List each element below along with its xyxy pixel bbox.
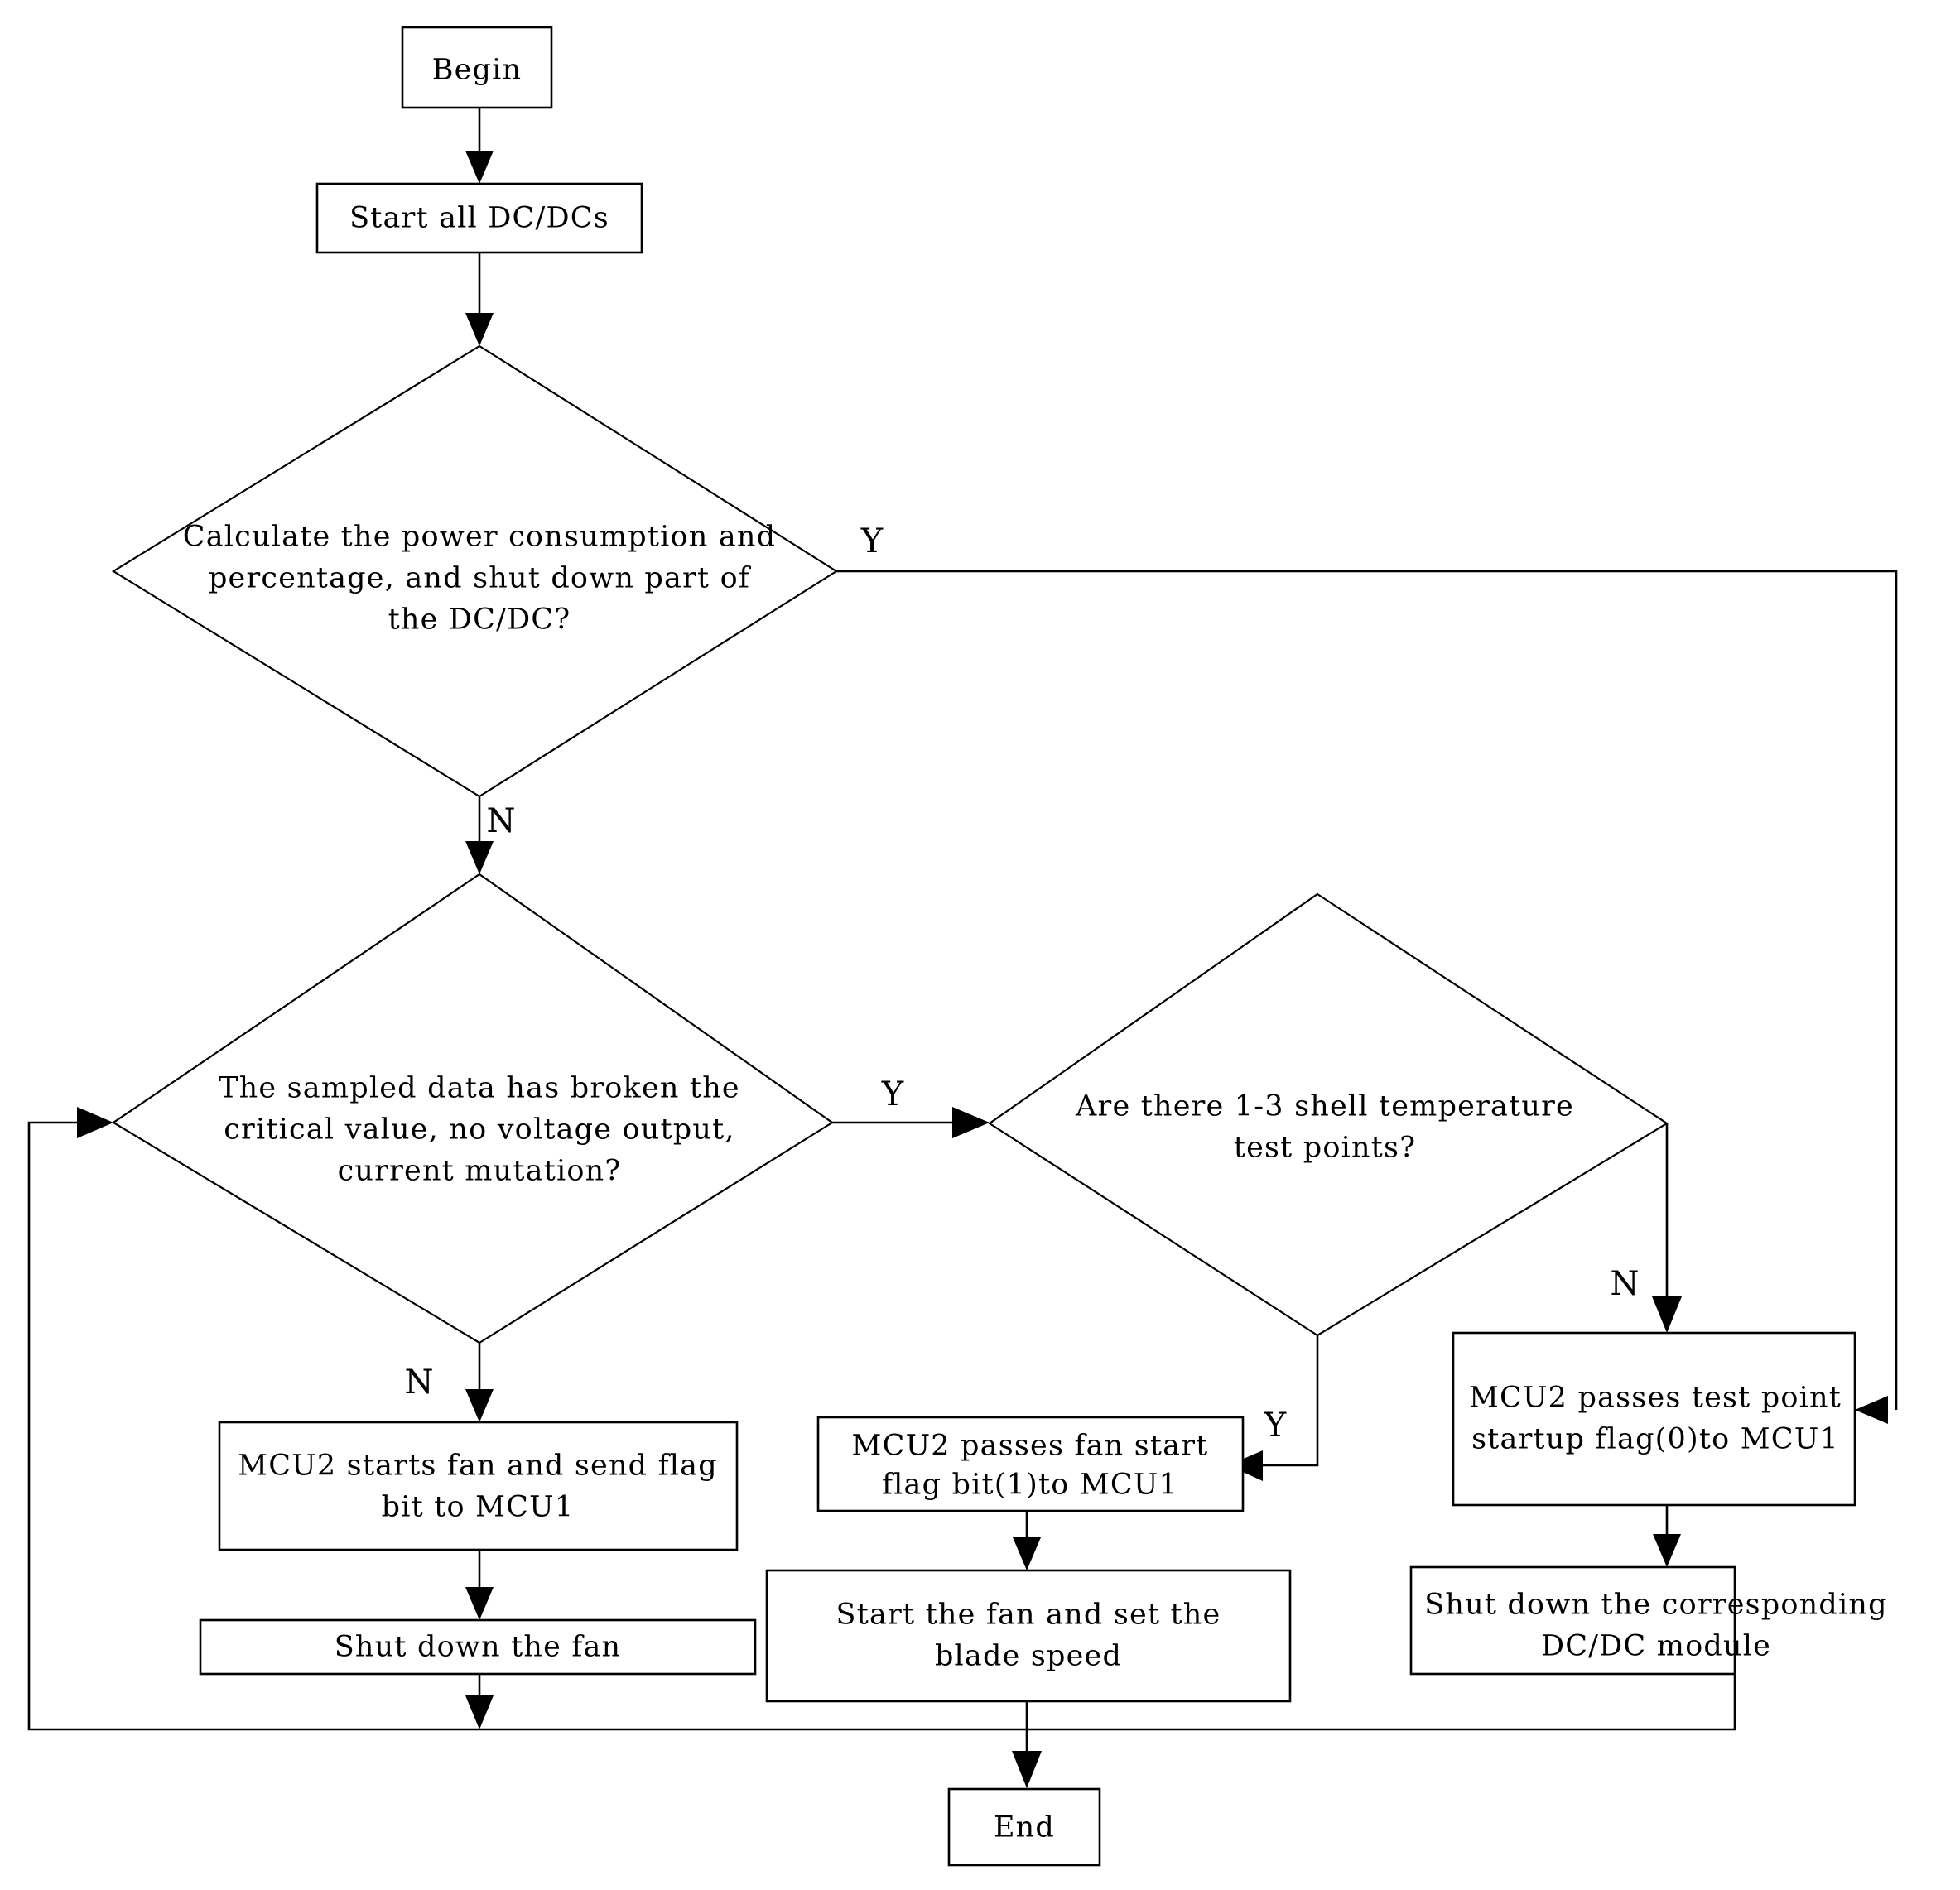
node-calculate-power-line2: percentage, and shut down part of	[209, 562, 752, 595]
node-mcu2-starts-fan[interactable]: MCU2 starts fan and send flag bit to MCU…	[218, 1421, 739, 1551]
node-begin[interactable]: Begin	[401, 26, 553, 109]
connector-calc-power-no	[465, 796, 494, 874]
node-shut-down-dcdc-line1: Shut down the corresponding	[1424, 1589, 1888, 1622]
node-sampled-data-line1: The sampled data has broken the	[219, 1072, 740, 1105]
connector-sampled-data-no	[465, 1343, 494, 1422]
node-start-all-dcdcs[interactable]: Start all DC/DCs	[315, 182, 643, 254]
connector-feedback-loop	[27, 1107, 1736, 1731]
node-mcu2-passes-fan-flag-line1: MCU2 passes fan start	[852, 1430, 1209, 1463]
node-sampled-data-line3: current mutation?	[338, 1155, 622, 1188]
node-mcu2-passes-fan-flag-line2: flag bit(1)to MCU1	[882, 1469, 1178, 1502]
node-end-label: End	[994, 1811, 1055, 1844]
node-calculate-power-line3: the DC/DC?	[388, 604, 571, 637]
node-shut-down-fan-label: Shut down the fan	[335, 1631, 622, 1664]
connector-sampled-data-yes	[832, 1107, 990, 1138]
node-calculate-power-decision[interactable]: Calculate the power consumption and perc…	[111, 344, 839, 798]
node-sampled-data-line2: critical value, no voltage output,	[224, 1113, 734, 1147]
node-begin-label: Begin	[432, 54, 523, 87]
branch-label-calc-power-yes: Y	[860, 522, 884, 560]
connector-shell-temp-yes	[1228, 1335, 1319, 1481]
node-shut-down-fan[interactable]: Shut down the fan	[199, 1618, 757, 1676]
connector-shut-down-fan-to-feedback	[465, 1674, 494, 1729]
node-mcu2-starts-fan-line2: bit to MCU1	[382, 1491, 575, 1524]
connector-fan-flag-to-start-fan	[1013, 1511, 1041, 1570]
node-start-fan-blade-speed[interactable]: Start the fan and set the blade speed	[765, 1569, 1292, 1703]
node-shut-down-dcdc-module[interactable]: Shut down the corresponding DC/DC module	[1409, 1565, 1888, 1676]
connector-start-fan-to-end	[1012, 1701, 1042, 1788]
node-calculate-power-line1: Calculate the power consumption and	[183, 521, 777, 554]
node-shell-temperature-line1: Are there 1-3 shell temperature	[1075, 1090, 1574, 1123]
branch-label-shell-temp-yes: Y	[1264, 1407, 1287, 1445]
node-start-all-dcdcs-label: Start all DC/DCs	[349, 202, 609, 235]
connector-mcu2-start-fan-to-shut-down-fan	[465, 1550, 494, 1620]
node-shell-temperature-decision[interactable]: Are there 1-3 shell temperature test poi…	[988, 892, 1669, 1337]
node-shut-down-dcdc-line2: DC/DC module	[1541, 1630, 1771, 1663]
node-start-fan-blade-speed-line1: Start the fan and set the	[836, 1599, 1221, 1632]
node-start-fan-blade-speed-line2: blade speed	[935, 1640, 1122, 1673]
node-mcu2-passes-test-point-line2: startup flag(0)to MCU1	[1471, 1423, 1839, 1456]
node-mcu2-passes-test-point[interactable]: MCU2 passes test point startup flag(0)to…	[1452, 1331, 1856, 1507]
node-mcu2-starts-fan-line1: MCU2 starts fan and send flag	[238, 1450, 718, 1483]
node-end[interactable]: End	[947, 1787, 1101, 1867]
connector-calc-power-yes	[836, 570, 1898, 1424]
branch-label-calc-power-no: N	[487, 802, 516, 840]
node-mcu2-passes-test-point-line1: MCU2 passes test point	[1469, 1382, 1842, 1415]
connector-shell-temp-no	[1652, 1123, 1682, 1333]
node-mcu2-passes-fan-flag[interactable]: MCU2 passes fan start flag bit(1)to MCU1	[816, 1416, 1245, 1512]
branch-label-sampled-data-no: N	[405, 1363, 434, 1402]
node-sampled-data-decision[interactable]: The sampled data has broken the critical…	[111, 873, 834, 1344]
branch-label-shell-temp-no: N	[1611, 1265, 1640, 1303]
branch-label-sampled-data-yes: Y	[881, 1075, 904, 1113]
connector-test-point-to-shut-down-dcdc	[1653, 1505, 1681, 1567]
node-shell-temperature-line2: test points?	[1234, 1132, 1416, 1165]
connector-begin-to-start-dcdcs	[465, 108, 494, 184]
connector-start-dcdcs-to-calc-power	[465, 252, 494, 346]
